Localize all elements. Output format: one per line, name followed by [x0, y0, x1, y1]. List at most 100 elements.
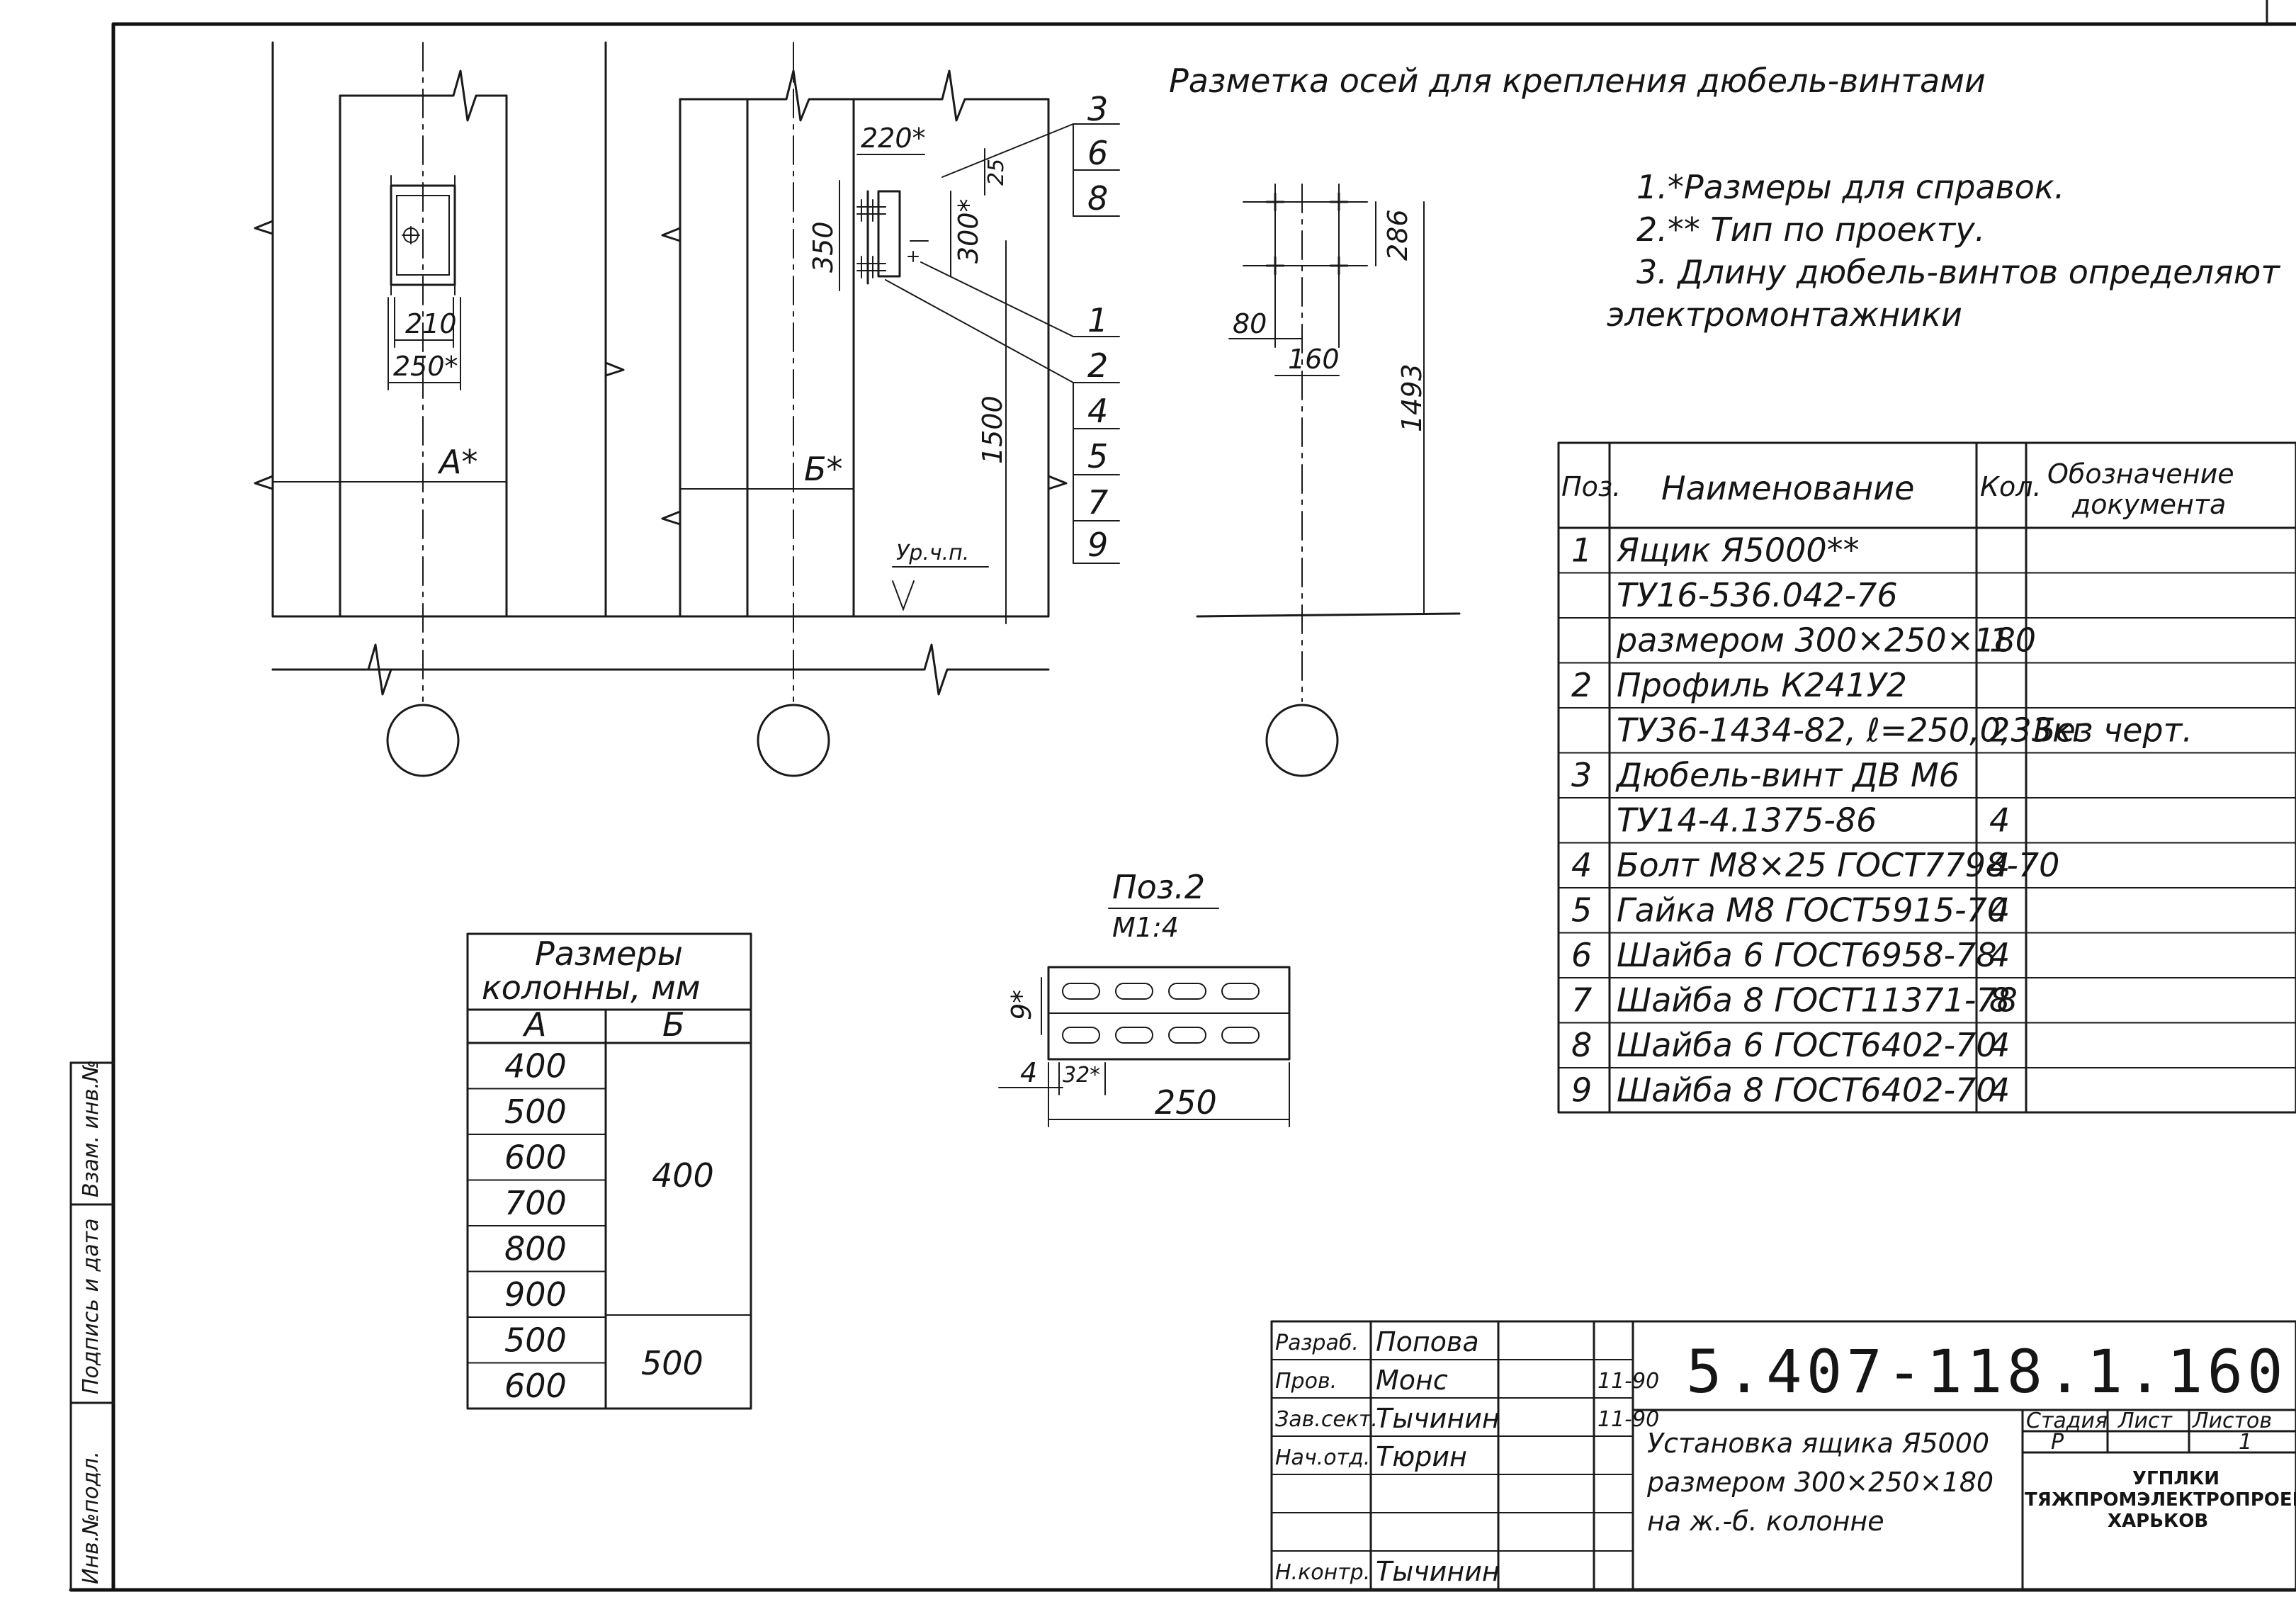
description-line-3: на ж.-б. колонне [1647, 1506, 1884, 1537]
spec-cell-qty: 4 [1989, 891, 2010, 930]
tb-name: Тюрин [1376, 1441, 1467, 1472]
spec-cell-pos: 5 [1571, 891, 1592, 930]
spec-cell-qty: 8 [1989, 981, 2010, 1020]
view-column-side: 220* 25 350 300* Б* 1500 Ур.ч.п. [661, 42, 1074, 777]
drawing-title: Разметка осей для крепления дюбель-винта… [1169, 62, 1986, 100]
spec-cell-name: Шайба 6 ГОСТ6958-78 [1617, 936, 1997, 974]
col-a-value: 700 [504, 1184, 567, 1222]
tb-name: Монс [1376, 1365, 1448, 1396]
pos2-detail: Поз.2 М1:4 9* 4 32* 250 [998, 868, 1291, 1127]
tb-role: Н.контр. [1275, 1560, 1370, 1585]
dim-300: 300* [953, 198, 984, 264]
tb-name: Тычинин [1376, 1556, 1500, 1587]
tb-name: Попова [1376, 1326, 1479, 1358]
sheets-label: Листов [2192, 1409, 2272, 1433]
tb-name: Тычинин [1376, 1403, 1500, 1434]
dim-250: 250* [393, 351, 458, 382]
spec-cell-qty: 4 [1989, 1026, 2010, 1064]
spec-cell-qty: 4 [1989, 846, 2010, 884]
dim-4: 4 [1020, 1057, 1037, 1088]
tb-role: Пров. [1275, 1369, 1337, 1394]
spec-cell-name: Шайба 8 ГОСТ6402-70 [1617, 1071, 1997, 1110]
col-table-subtitle: колонны, мм [482, 969, 701, 1007]
callout-4: 4 [1087, 392, 1108, 430]
callout-5: 5 [1087, 437, 1108, 475]
spec-cell-name: ТУ36-1434-82, ℓ=250,0,33кг [1617, 711, 2090, 750]
callout-1: 1 [1087, 301, 1108, 339]
org-line-1: УГПЛКИ [2132, 1468, 2219, 1489]
profile-slots [1062, 983, 1260, 1044]
dim-9: 9* [1006, 990, 1037, 1020]
spec-cell-qty: 4 [1989, 936, 2010, 974]
spec-header-qty: Кол. [1980, 471, 2042, 502]
tb-date: 11-90 [1597, 1369, 1659, 1394]
spec-cell-doc: Без черт. [2033, 711, 2193, 750]
callout-9: 9 [1087, 526, 1108, 564]
callout-3: 3 [1087, 90, 1108, 128]
spec-cell-name: Дюбель-винт ДВ М6 [1615, 756, 1959, 794]
stamp-vzam-inv: Взам. инв.№ [79, 1060, 103, 1197]
org-line-2: ТЯЖПРОМЭЛЕКТРОПРОЕКТ [2025, 1489, 2296, 1511]
org-line-3: ХАРЬКОВ [2108, 1511, 2208, 1532]
note-3: 3. Длину дюбель-винтов определяют [1636, 253, 2280, 291]
note-1: 1.*Размеры для справок. [1636, 168, 2064, 206]
spec-cell-pos: 4 [1571, 846, 1592, 884]
sheets-value: 1 [2239, 1430, 2252, 1455]
tb-date: 11-90 [1597, 1407, 1659, 1432]
column-sizes-table: Размеры колонны, мм А Б 4005006007008009… [466, 932, 752, 1410]
tb-role: Нач.отд. [1275, 1445, 1370, 1470]
spec-cell-name: Профиль К241У2 [1617, 666, 1907, 704]
callout-7: 7 [1087, 483, 1108, 521]
dim-1493: 1493 [1396, 363, 1427, 432]
spec-cell-qty: 4 [1989, 801, 2010, 840]
col-a-value: 800 [504, 1230, 567, 1268]
col-a-value: 400 [504, 1047, 567, 1085]
callouts-top: 3 6 8 [1073, 90, 1120, 218]
col-a-value: 600 [504, 1139, 567, 1177]
side-stamp: Инв.№подл. Подпись и дата Взам. инв.№ [69, 1060, 115, 1591]
col-a-value: 500 [504, 1321, 567, 1360]
spec-cell-pos: 6 [1571, 936, 1592, 974]
description-line-1: Установка ящика Я5000 [1647, 1428, 1989, 1459]
spec-cell-qty: 2 [1989, 711, 2010, 750]
spec-cell-pos: 7 [1571, 981, 1592, 1020]
stage-label: Стадия [2026, 1409, 2108, 1433]
note-2: 2.** Тип по проекту. [1636, 210, 1985, 249]
stamp-signature-date: Подпись и дата [79, 1219, 103, 1395]
col-b-value-2: 500 [641, 1344, 703, 1382]
sheet-label: Лист [2117, 1409, 2173, 1433]
tb-role: Разраб. [1275, 1331, 1359, 1355]
dim-1500: 1500 [977, 395, 1008, 464]
spec-cell-pos: 2 [1571, 666, 1592, 704]
col-a-value: 900 [504, 1275, 567, 1314]
spec-cell-qty: 4 [1989, 1071, 2010, 1110]
view-axes-marking: Разметка осей для крепления дюбель-винта… [1169, 62, 1986, 777]
notes: 1.*Размеры для справок. 2.** Тип по прое… [1607, 168, 2280, 334]
callout-2: 2 [1087, 346, 1108, 385]
dim-a: A* [437, 443, 477, 481]
pos2-scale: М1:4 [1112, 912, 1179, 943]
dim-350: 350 [808, 221, 839, 273]
spec-cell-name: Болт М8×25 ГОСТ7798-70 [1617, 846, 2059, 884]
spec-cell-pos: 9 [1571, 1071, 1592, 1110]
col-a-value: 500 [504, 1093, 567, 1131]
col-a-value: 600 [504, 1367, 567, 1405]
description-line-2: размером 300×250×180 [1646, 1467, 1994, 1498]
spec-cell-name: ТУ16-536.042-76 [1617, 576, 1898, 614]
spec-header-doc: Обозначение [2047, 458, 2234, 490]
spec-cell-name: Шайба 6 ГОСТ6402-70 [1617, 1026, 1997, 1064]
spec-cell-name: Ящик Я5000** [1616, 531, 1860, 570]
stamp-inv-podl: Инв.№подл. [79, 1451, 103, 1584]
stage-value: Р [2051, 1430, 2064, 1455]
spec-cell-name: Шайба 8 ГОСТ11371-78 [1617, 981, 2018, 1020]
spec-header-pos: Поз. [1561, 471, 1621, 502]
dim-250-profile: 250 [1155, 1083, 1217, 1122]
view-column-front: 210 250* A* [254, 41, 710, 777]
tb-role: Зав.сект. [1275, 1407, 1378, 1432]
spec-cell-name: ТУ14-4.1375-86 [1617, 801, 1877, 840]
col-b-value-1: 400 [652, 1156, 714, 1195]
spec-header-name: Наименование [1661, 469, 1914, 507]
dim-286: 286 [1382, 209, 1413, 261]
